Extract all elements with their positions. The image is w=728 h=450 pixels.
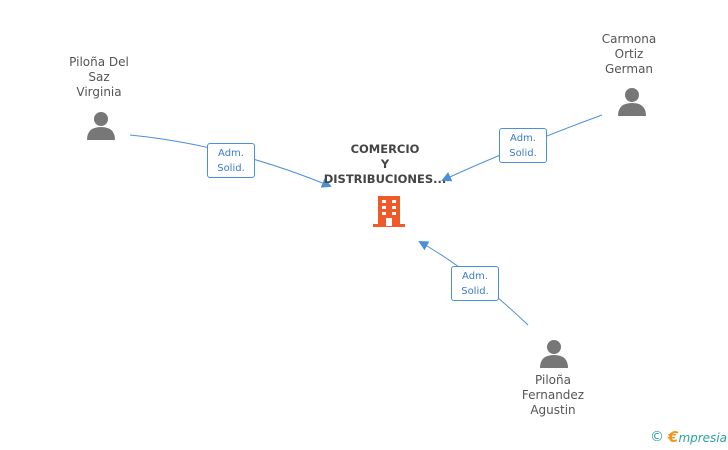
brand-footer[interactable]: © €mpresia — [650, 428, 727, 446]
role-badge[interactable]: Adm. Solid. — [451, 266, 499, 301]
company-name[interactable]: COMERCIO Y DISTRIBUCIONES... — [323, 142, 447, 186]
brand-logo: €mpresia — [668, 428, 727, 446]
building-icon[interactable] — [372, 194, 406, 228]
person-icon[interactable] — [539, 338, 569, 368]
copyright-icon: © — [650, 429, 664, 445]
person-icon[interactable] — [86, 110, 116, 140]
person-name-carmona-ortiz[interactable]: Carmona Ortiz German — [601, 32, 657, 76]
person-name-pilona-del-saz[interactable]: Piloña Del Saz Virginia — [69, 55, 129, 99]
person-icon[interactable] — [617, 86, 647, 116]
role-badge[interactable]: Adm. Solid. — [207, 143, 255, 178]
role-badge[interactable]: Adm. Solid. — [499, 128, 547, 163]
person-name-pilona-fernandez[interactable]: Piloña Fernandez Agustin — [521, 373, 585, 417]
